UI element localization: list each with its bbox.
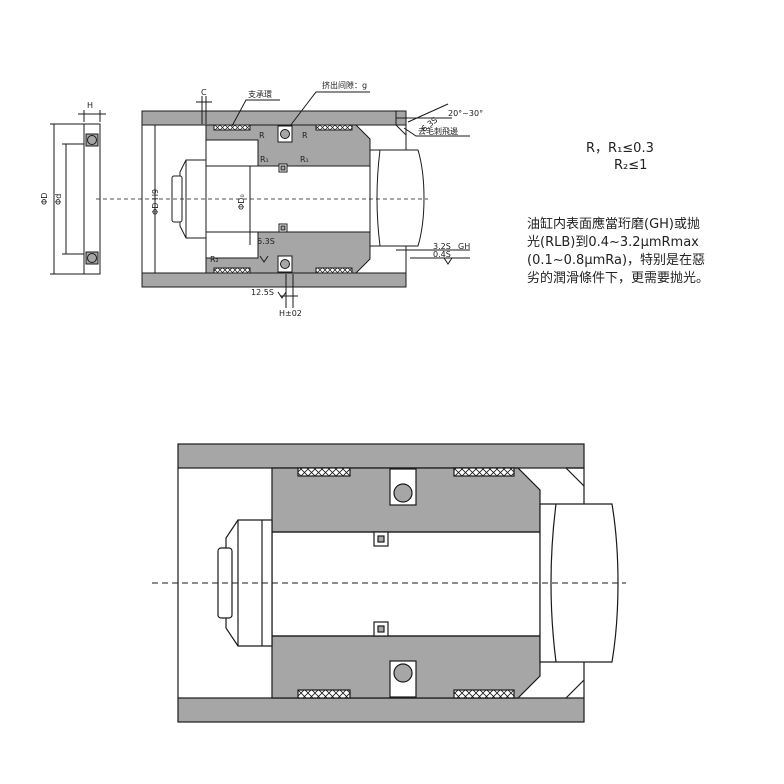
seal-ring-section (50, 110, 106, 275)
groove-roughness-label: 6.3S (257, 237, 275, 246)
surface-finish-note: 油缸内表面應當珩磨(GH)或抛 光(RLB)到0.4~3.2μmRmax (0.… (527, 216, 759, 288)
top-assembly (141, 91, 470, 308)
radius-r-left-label: R (259, 131, 265, 140)
formula-line-1: R，R₁≤0.3 (586, 141, 654, 156)
description-line-1: 油缸内表面應當珩磨(GH)或抛 (527, 217, 700, 232)
extrusion-gap-label: 挤出间隙：g (322, 80, 367, 90)
h-tolerance-label: H±02 (279, 309, 302, 318)
radius-tolerance-note: R，R₁≤0.3 R₂≤1 (586, 140, 654, 174)
angle-label: 20°~30° (448, 109, 483, 118)
formula-line-2: R₂≤1 (614, 158, 648, 173)
radius-r1-left-label: R₁ (260, 155, 269, 164)
radius-r1-right-label: R₁ (300, 155, 309, 164)
radius-r-right-label: R (302, 131, 308, 140)
bore-diameter-label: ΦD H9 (151, 189, 160, 215)
diameter-d-label: Φd (54, 194, 63, 205)
radius-r2-label: R₂ (210, 255, 219, 264)
width-h-label: H (87, 101, 93, 110)
support-ring-label: 支承環 (248, 89, 272, 99)
groove-diameter-label: ΦD₀ (237, 194, 246, 210)
clearance-c-label: C (201, 88, 207, 97)
deburr-label: 去毛刺飛邊 (418, 126, 458, 136)
bottom-roughness-label: 12.5S (251, 288, 274, 297)
bore-roughness-b-label: 0.4S (433, 250, 451, 259)
description-line-2: 光(RLB)到0.4~3.2μmRmax (527, 235, 699, 250)
diameter-D-label: ΦD (40, 193, 49, 205)
description-line-4: 劣的潤滑條件下，更需要抛光。 (527, 271, 710, 286)
description-line-3: (0.1~0.8μmRa)，特别是在惡 (527, 253, 706, 268)
bore-roughness-a-label: 3.2S (433, 242, 451, 251)
bore-roughness-gh-label: GH (458, 242, 470, 251)
